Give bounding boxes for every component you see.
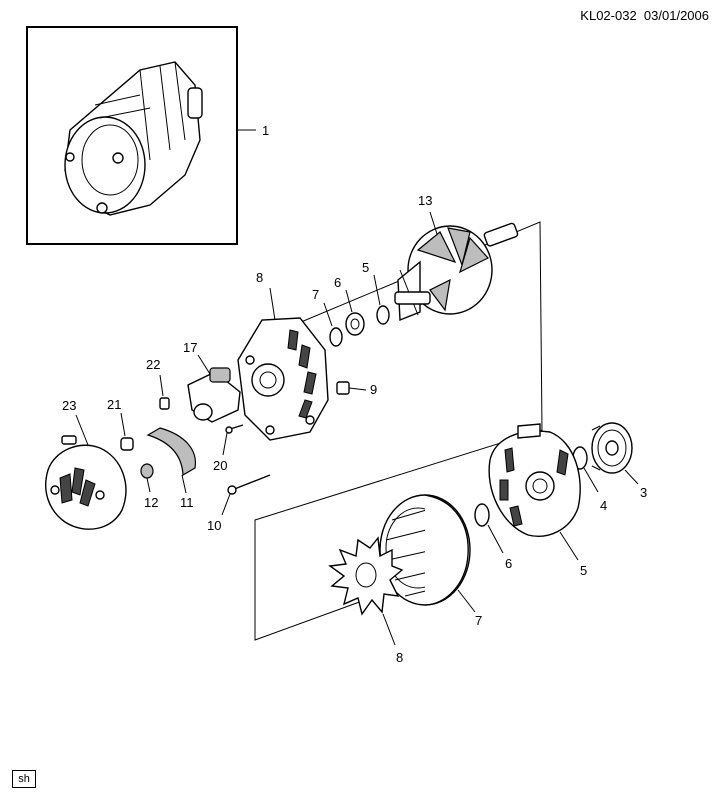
callout-21: 22 xyxy=(146,357,160,372)
stator xyxy=(379,494,471,606)
rotor xyxy=(394,222,519,322)
callout-9: 13 xyxy=(418,193,432,208)
callout-8: 8 xyxy=(396,650,403,665)
bolt-15 xyxy=(231,474,271,491)
callout-11: 6 xyxy=(334,275,341,290)
callout-5: 5 xyxy=(580,563,587,578)
sheet-tag: sh xyxy=(12,770,36,788)
callout-23: 23 xyxy=(62,398,76,413)
callout-12: 7 xyxy=(312,287,319,302)
callout-16: 11 xyxy=(180,495,194,510)
cooling-fan xyxy=(328,536,404,616)
screw-14 xyxy=(336,381,350,395)
end-cover xyxy=(45,435,127,530)
alternator-assembly xyxy=(64,61,203,216)
screw-21 xyxy=(159,397,170,410)
washer-10 xyxy=(376,305,390,325)
callout-6: 6 xyxy=(505,556,512,571)
pulley xyxy=(591,422,633,474)
washer-6 xyxy=(474,503,490,527)
drawing-date: 03/01/2006 xyxy=(643,8,709,23)
assembly-inset-box xyxy=(26,26,238,245)
nut-17 xyxy=(140,463,154,479)
callout-17: 12 xyxy=(144,495,158,510)
callout-19: 17 xyxy=(183,340,197,355)
callout-20: 20 xyxy=(213,458,227,473)
callout-15: 10 xyxy=(207,518,221,533)
callout-13: 8 xyxy=(256,270,263,285)
drawing-id: KL02-032 xyxy=(580,8,637,23)
rear-housing xyxy=(237,317,329,441)
callout-1: 1 xyxy=(262,123,269,138)
callout-3: 3 xyxy=(640,485,647,500)
callout-4: 4 xyxy=(600,498,607,513)
washer-12 xyxy=(329,327,343,347)
drive-end-housing xyxy=(488,423,581,537)
drawing-header: KL02-032 03/01/2006 xyxy=(580,8,709,23)
callout-10: 5 xyxy=(362,260,369,275)
voltage-regulator xyxy=(187,367,241,423)
callout-14: 9 xyxy=(370,382,377,397)
callout-7: 7 xyxy=(475,613,482,628)
callout-22: 21 xyxy=(107,397,121,412)
bearing-11 xyxy=(345,312,365,336)
sleeve-22 xyxy=(120,437,134,451)
rectifier-bracket-16 xyxy=(146,427,197,477)
